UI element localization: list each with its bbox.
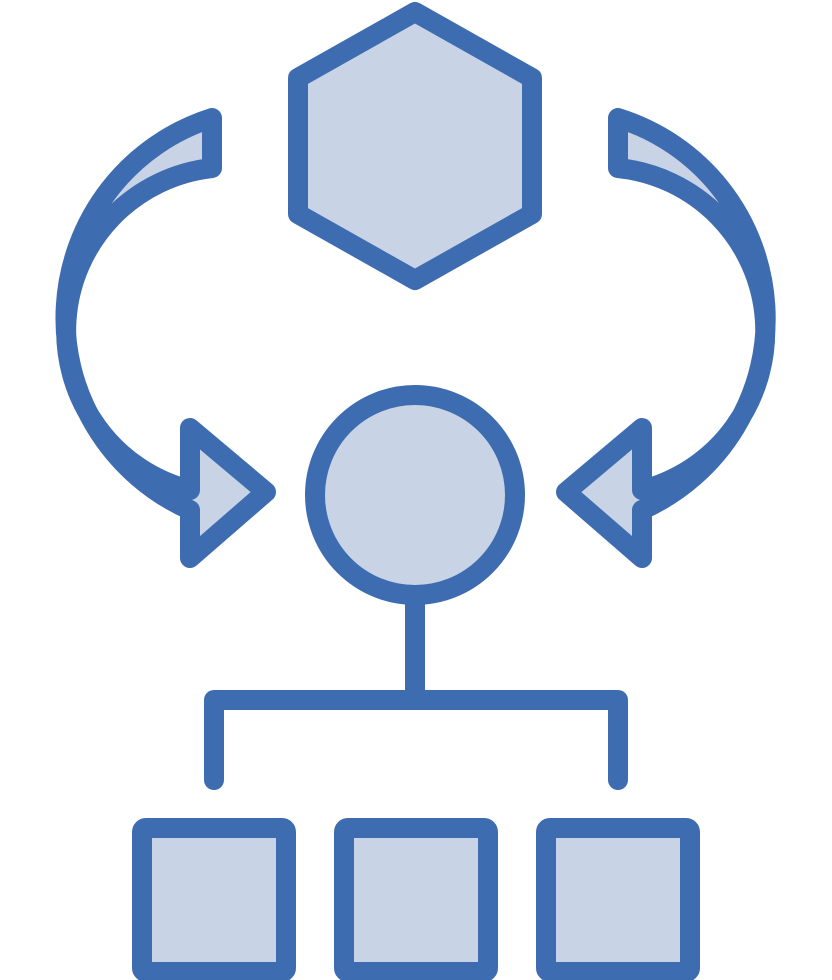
right-curved-arrow-icon (556, 108, 776, 568)
left-curved-arrow-icon (55, 108, 276, 568)
square-node-icon (132, 818, 296, 980)
hierarchy-connector-icon (204, 585, 628, 790)
circle-node-icon (305, 385, 525, 605)
hexagon-icon (288, 2, 542, 290)
square-node-icon (334, 818, 498, 980)
square-node-icon (536, 818, 700, 980)
